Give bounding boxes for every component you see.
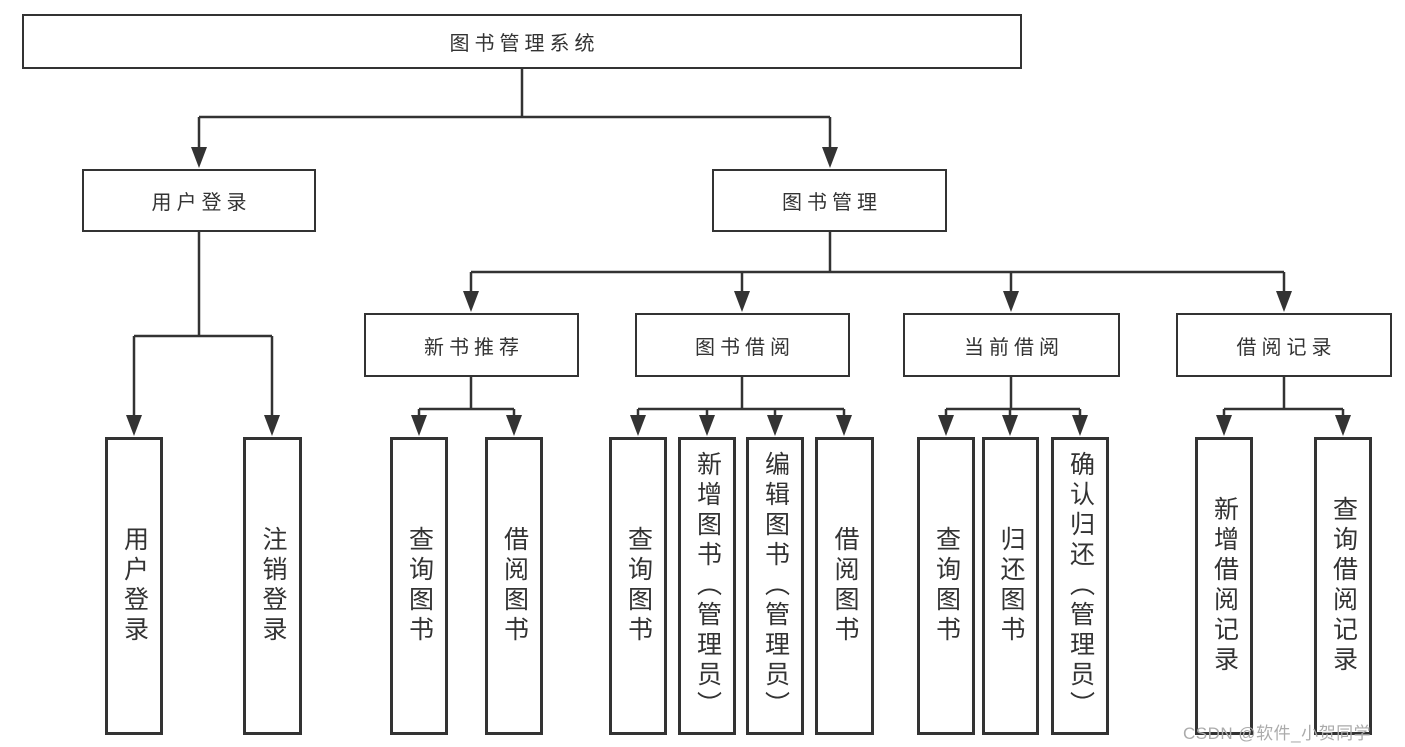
leaf-user-login: 用户登录 bbox=[105, 437, 163, 735]
node-label: 确认归还（管理员） bbox=[1066, 451, 1095, 721]
leaf-borrow-book: 借阅图书 bbox=[815, 437, 874, 735]
node-label: 当前借阅 bbox=[964, 336, 1064, 359]
leaf-query-book-recommend: 查询图书 bbox=[390, 437, 448, 735]
node-label: 用户登录 bbox=[151, 192, 252, 214]
node-label: 图书借阅 bbox=[695, 336, 795, 359]
leaf-borrow-book-recommend: 借阅图书 bbox=[485, 437, 543, 735]
node-label: 借阅图书 bbox=[831, 526, 859, 646]
node-label: 查询图书 bbox=[932, 526, 961, 646]
leaf-return-book: 归还图书 bbox=[982, 437, 1039, 735]
leaf-confirm-return-admin: 确认归还（管理员） bbox=[1051, 437, 1109, 735]
node-label: 新书推荐 bbox=[424, 336, 524, 359]
leaf-add-book-admin: 新增图书（管理员） bbox=[678, 437, 736, 735]
node-book-borrowing: 图书借阅 bbox=[635, 313, 850, 377]
node-label: 编辑图书（管理员） bbox=[761, 451, 790, 721]
leaf-query-book-current: 查询图书 bbox=[917, 437, 975, 735]
node-book-management-branch: 图书管理 bbox=[712, 169, 947, 232]
node-label: 新增借阅记录 bbox=[1210, 496, 1239, 676]
leaf-edit-book-admin: 编辑图书（管理员） bbox=[746, 437, 804, 735]
node-borrowing-records: 借阅记录 bbox=[1176, 313, 1392, 377]
node-label: 新增图书（管理员） bbox=[693, 451, 722, 721]
node-label: 用户登录 bbox=[120, 526, 149, 646]
leaf-logout: 注销登录 bbox=[243, 437, 302, 735]
node-library-management-system: 图书管理系统 bbox=[22, 14, 1022, 69]
leaf-query-borrow-record: 查询借阅记录 bbox=[1314, 437, 1372, 735]
csdn-watermark: CSDN @软件_小贺同学 bbox=[1183, 724, 1372, 743]
node-new-book-recommendation: 新书推荐 bbox=[364, 313, 579, 377]
node-label: 图书管理系统 bbox=[449, 33, 600, 55]
node-label: 图书管理 bbox=[782, 192, 882, 214]
node-label: 注销登录 bbox=[259, 526, 287, 646]
node-label: 归还图书 bbox=[997, 526, 1025, 646]
leaf-query-book-borrow: 查询图书 bbox=[609, 437, 667, 735]
node-user-login-branch: 用户登录 bbox=[82, 169, 316, 232]
node-label: 查询图书 bbox=[624, 526, 653, 646]
node-label: 查询借阅记录 bbox=[1329, 496, 1358, 676]
leaf-add-borrow-record: 新增借阅记录 bbox=[1195, 437, 1253, 735]
node-label: 借阅记录 bbox=[1236, 336, 1337, 359]
node-label: 查询图书 bbox=[405, 526, 434, 646]
node-label: 借阅图书 bbox=[500, 526, 529, 646]
node-current-borrowing: 当前借阅 bbox=[903, 313, 1120, 377]
